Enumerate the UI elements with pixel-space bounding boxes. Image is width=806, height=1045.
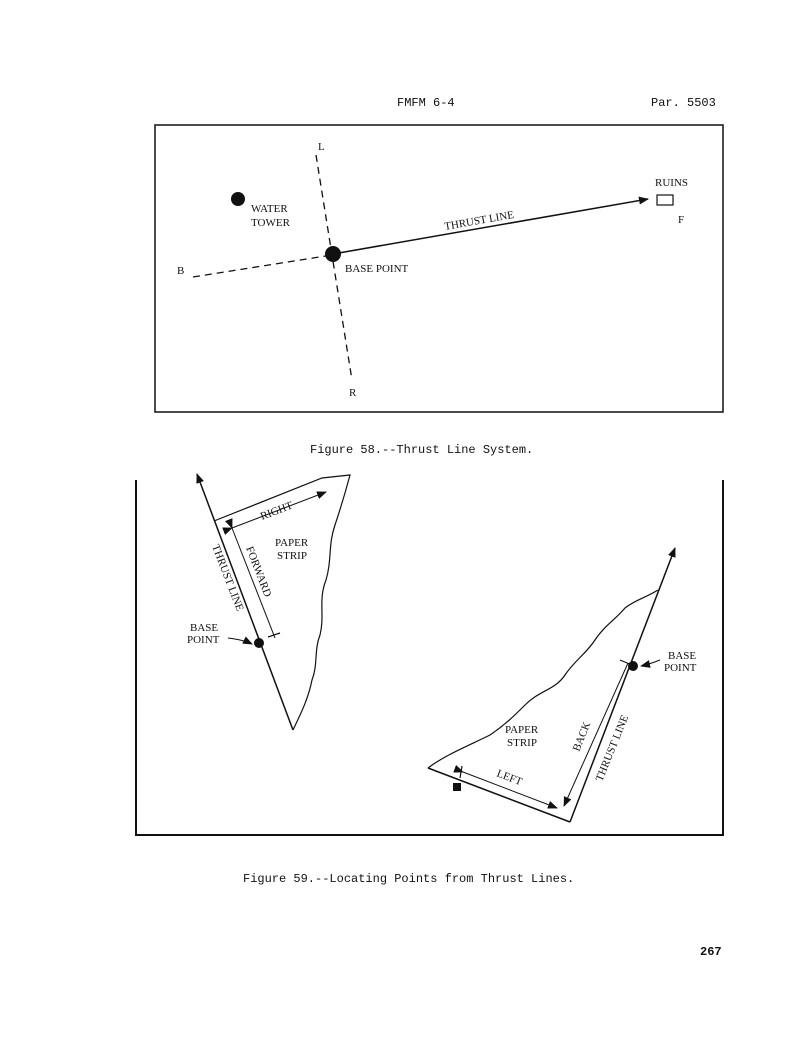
figure-59-caption: Figure 59.--Locating Points from Thrust …	[243, 872, 575, 886]
label-water: WATER	[251, 203, 288, 215]
label-l: L	[318, 141, 325, 153]
label-b: B	[177, 265, 184, 277]
label-strip-left: STRIP	[277, 550, 307, 562]
forward-measure-arrow	[224, 518, 276, 639]
label-forward: FORWARD	[243, 545, 273, 599]
label-paper-left: PAPER	[275, 537, 309, 549]
thrust-line	[332, 196, 649, 255]
label-thrust-line-right: THRUST LINE	[594, 713, 632, 783]
label-f: F	[678, 214, 684, 226]
back-measure-arrow	[563, 662, 629, 807]
label-thrust-line: THRUST LINE	[443, 209, 515, 233]
left-base-point-dot	[254, 638, 264, 648]
label-point-left: POINT	[187, 634, 220, 646]
label-r: R	[349, 387, 357, 399]
right-thrust-line	[569, 547, 676, 823]
left-measure-arrow	[453, 765, 558, 809]
figure-59-frame	[135, 480, 724, 836]
label-left: LEFT	[495, 768, 524, 789]
paragraph-number: Par. 5503	[651, 96, 716, 110]
label-tower: TOWER	[251, 217, 291, 229]
label-strip-right: STRIP	[507, 737, 537, 749]
located-point-square	[453, 783, 461, 791]
right-measure-arrow	[222, 491, 327, 535]
figure-58-diagram: L R B F RUINS WATER TOWER BASE POINT THR…	[154, 124, 724, 413]
left-right-line	[315, 154, 353, 381]
label-point-right: POINT	[664, 662, 697, 674]
label-base-point: BASE POINT	[345, 263, 409, 275]
label-base-right: BASE	[668, 650, 696, 662]
right-base-point-dot	[628, 661, 638, 671]
left-paper-strip	[213, 474, 351, 731]
ruins-square	[656, 194, 674, 206]
back-line	[192, 254, 333, 278]
page-number: 267	[700, 945, 722, 959]
label-base-left: BASE	[190, 622, 218, 634]
figure-59-diagram: RIGHT PAPER STRIP FORWARD THRUST LINE BA…	[135, 473, 724, 836]
document-id: FMFM 6-4	[397, 96, 455, 110]
water-tower-dot	[231, 192, 245, 206]
figure-58-caption: Figure 58.--Thrust Line System.	[310, 443, 534, 457]
figure-58-frame	[154, 124, 724, 413]
label-paper-right: PAPER	[505, 724, 539, 736]
base-point-dot	[325, 246, 341, 262]
left-thrust-line	[196, 473, 294, 731]
label-ruins: RUINS	[655, 177, 688, 189]
label-right: RIGHT	[259, 499, 295, 522]
right-paper-strip	[427, 589, 659, 769]
